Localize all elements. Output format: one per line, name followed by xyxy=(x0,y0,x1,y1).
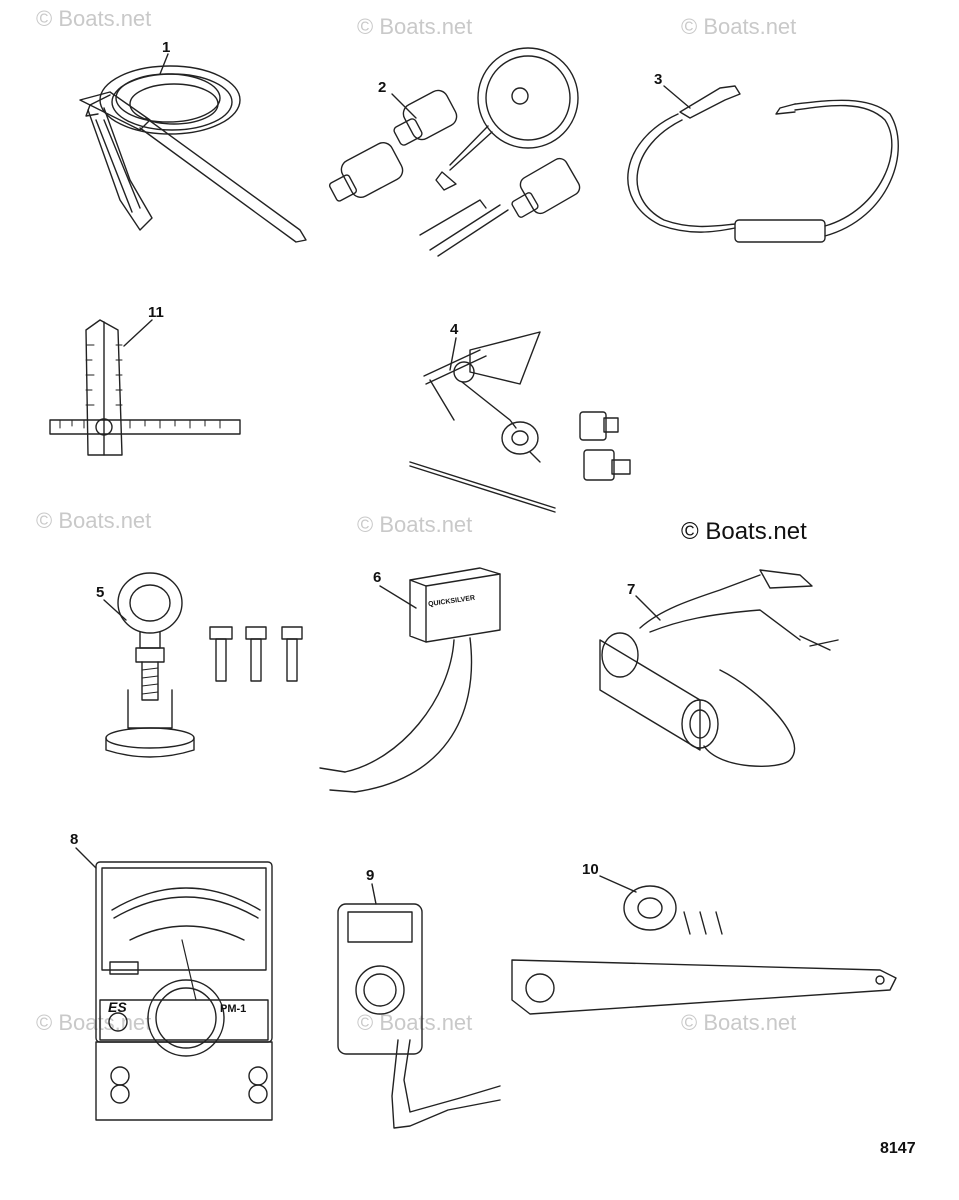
callout-10: 10 xyxy=(582,861,599,878)
meter-brand-label: ES xyxy=(108,999,127,1015)
item-10-flywheel-holder xyxy=(511,875,897,1015)
watermark-dark: © Boats.net xyxy=(681,518,807,545)
callout-11: 11 xyxy=(148,304,164,321)
item-7-pickup xyxy=(599,569,839,767)
item-5-lifting-eye xyxy=(103,572,303,758)
item-2-adaptor-kit xyxy=(328,47,581,257)
callout-8: 8 xyxy=(70,831,79,848)
callout-1: 1 xyxy=(162,39,171,56)
meter-model-label: PM-1 xyxy=(220,1003,247,1015)
callout-4: 4 xyxy=(450,321,459,338)
watermark: © Boats.net xyxy=(357,512,473,537)
item-6-test-harness xyxy=(319,567,501,793)
callout-7: 7 xyxy=(627,581,636,598)
figure-number: 8147 xyxy=(880,1140,916,1157)
item-3-test-lead xyxy=(627,85,899,243)
item-9-digital-meter xyxy=(337,883,501,1129)
watermark: © Boats.net xyxy=(681,1010,797,1035)
watermark: © Boats.net xyxy=(36,508,152,533)
callout-6: 6 xyxy=(373,569,382,586)
item-4-dial-indicator xyxy=(409,331,631,513)
watermark: © Boats.net xyxy=(357,1010,473,1035)
watermark: © Boats.net xyxy=(357,14,473,39)
item-11-scale xyxy=(49,319,241,456)
callout-9: 9 xyxy=(366,867,375,884)
callout-2: 2 xyxy=(378,79,387,96)
item-8-multimeter xyxy=(75,847,273,1121)
watermark: © Boats.net xyxy=(36,1010,152,1035)
callout-5: 5 xyxy=(96,584,105,601)
watermark: © Boats.net xyxy=(681,14,797,39)
watermark: © Boats.net xyxy=(36,6,152,31)
callout-3: 3 xyxy=(654,71,663,88)
item-1-timing-light xyxy=(79,53,307,243)
